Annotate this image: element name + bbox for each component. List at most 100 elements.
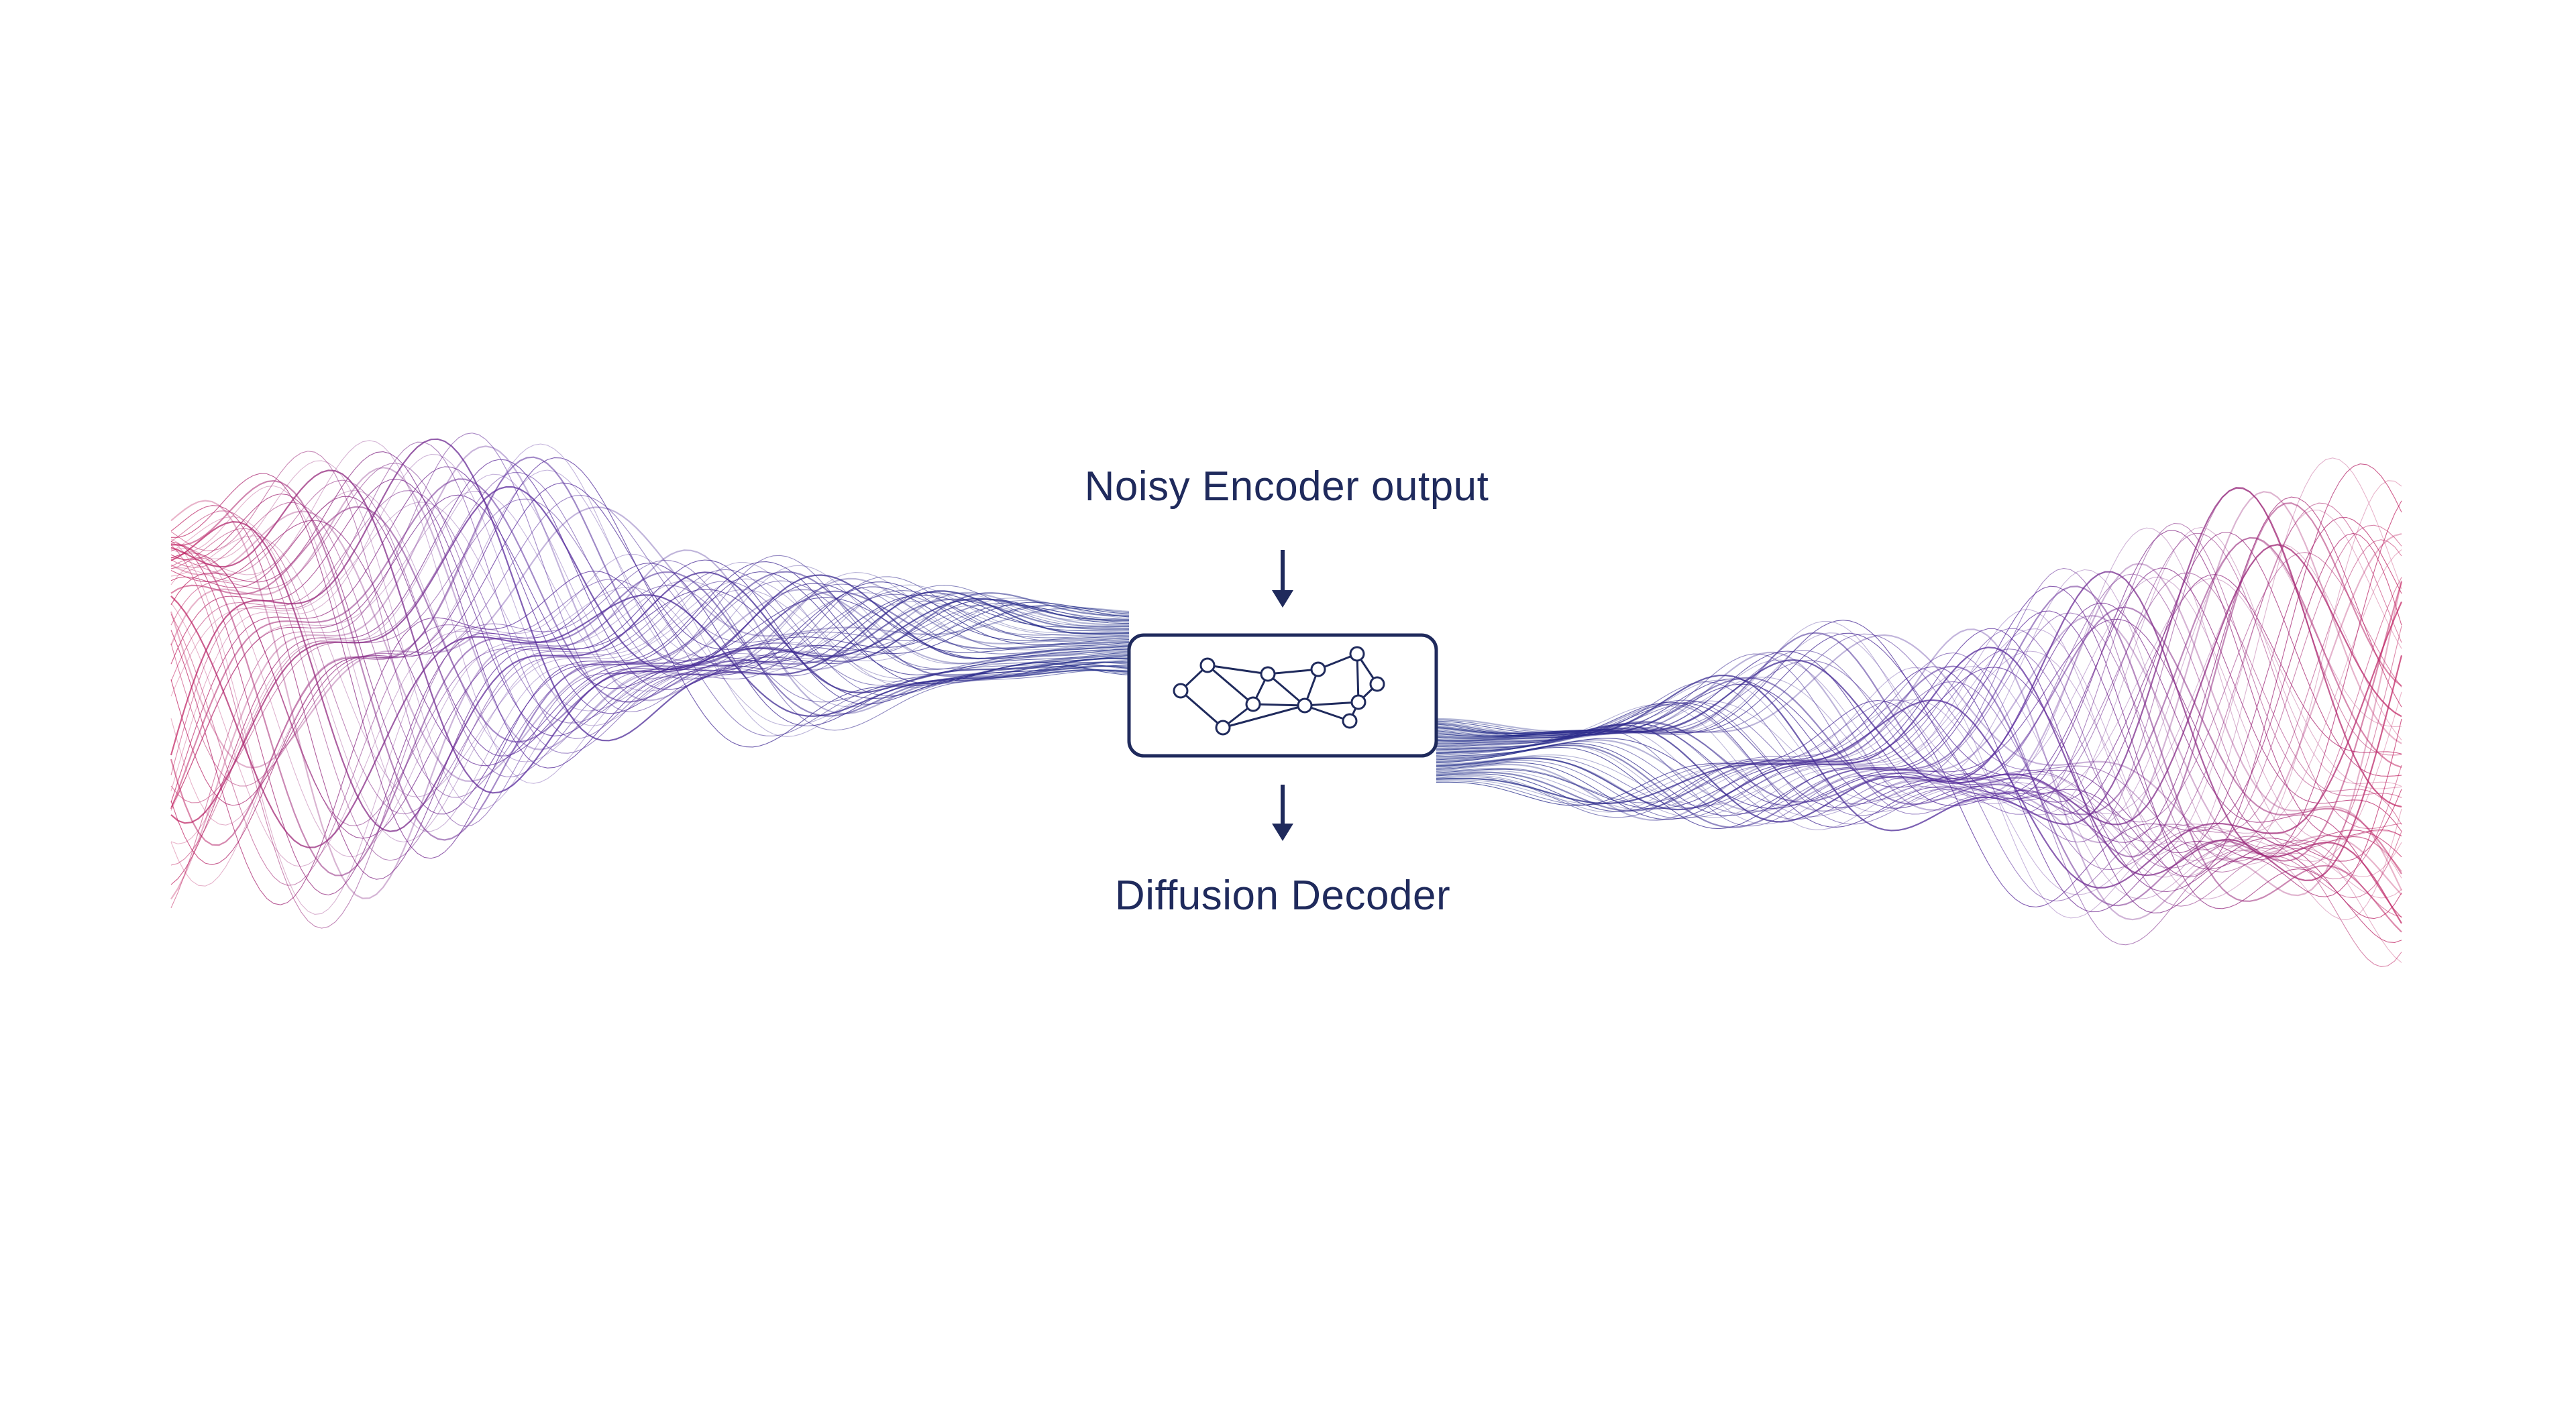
network-edge [1252,703,1305,707]
network-node [1173,683,1189,699]
wave-strand [170,505,1130,880]
wave-strand [1436,569,2402,963]
wave-strand [170,440,1130,784]
wave-strand [1436,532,2402,907]
wave-strand [170,594,1130,848]
network-node [1297,697,1313,714]
wave-strand [170,473,1129,844]
network-edge [1222,704,1305,729]
wave-strand [170,510,1130,783]
wave-strand [1436,626,2402,946]
wave-strand [170,438,1130,756]
network-node [1199,657,1216,673]
wave-strand [1436,618,2402,858]
arrow-down-icon [1272,785,1293,841]
network-edge [1356,653,1360,703]
wave-strand [1436,500,2402,913]
wave-strand [170,482,1130,806]
wave-strand [170,469,1130,794]
wave-strand [1436,601,2403,889]
wave-strand [1436,544,2402,826]
network-edge [1267,668,1319,675]
arrow-down-icon [1272,550,1293,608]
wave-strand [170,502,1130,798]
wave-strand [170,491,1129,811]
wave-strand [1436,614,2402,895]
wave-strand [1436,577,2402,842]
network-edge [1267,673,1305,707]
wave-strand [1436,527,2402,879]
wave-strand [170,544,1130,929]
network-edge [1207,664,1269,675]
wave-strand [1436,606,2402,875]
wave-strand [1436,647,2403,881]
wave-strand [170,445,1129,900]
wave-strand [170,453,1130,791]
wave-strand [1436,537,2402,827]
wave-strand [1436,585,2402,943]
network-edge [1207,664,1254,706]
output-label: Diffusion Decoder [1114,873,1451,919]
network-node [1260,666,1276,682]
wave-strand [170,520,1130,767]
wave-strand [1436,612,2402,917]
wave-strand [170,459,1130,885]
wave-strand [170,557,1130,826]
wave-strand [170,480,1130,777]
wave-strand [170,433,1130,909]
wave-strand [1436,572,2402,805]
wave-strand [1436,628,2402,913]
wave-strand [1436,666,2402,899]
wave-strand [170,570,1130,905]
wave-strand [170,490,1130,724]
wave-strand [170,579,1130,886]
wave-strand [1436,580,2403,921]
neural-network-icon [1173,646,1385,736]
input-label: Noisy Encoder output [1084,463,1489,510]
right-waveform [1436,457,2403,967]
wave-strand [1436,610,2402,919]
wave-strand [1436,628,2402,899]
wave-strand [170,496,1130,756]
network-edge [1180,689,1224,729]
wave-strand [170,451,1130,827]
wave-strand [1436,651,2402,877]
network-node [1369,676,1385,692]
wave-strand [1436,577,2402,870]
network-edge [1304,704,1350,722]
network-edge [1304,701,1359,707]
wave-strand [1436,480,2402,919]
wave-strand [1436,609,2402,921]
network-node [1310,661,1326,677]
wave-strand [1436,573,2402,872]
wave-strand [170,498,1130,803]
wave-strand [170,506,1130,743]
wave-strand [1436,502,2402,843]
wave-strand [1436,539,2402,902]
network-node [1342,713,1358,729]
network-node [1215,720,1231,736]
wave-strand [170,506,1130,769]
left-waveform [170,433,1130,929]
wave-strand [1436,578,2402,801]
wave-strand [170,466,1130,803]
wave-strand [170,441,1130,775]
wave-strand [1436,567,2402,967]
wave-strand [1436,667,2402,893]
wave-strand [170,541,1130,896]
network-node [1350,694,1366,710]
wave-strand [1436,585,2402,933]
wave-strand [170,520,1130,832]
wave-strand [170,494,1130,787]
wave-strand [170,490,1130,763]
wave-strand [1436,516,2402,854]
wave-strand [170,463,1130,754]
wave-strand [170,544,1130,877]
wave-strand [170,485,1130,832]
network-node [1245,696,1261,712]
wave-strand [1436,649,2402,880]
wave-strand [170,502,1130,712]
wave-strand [1436,532,2402,816]
network-node [1349,646,1365,662]
